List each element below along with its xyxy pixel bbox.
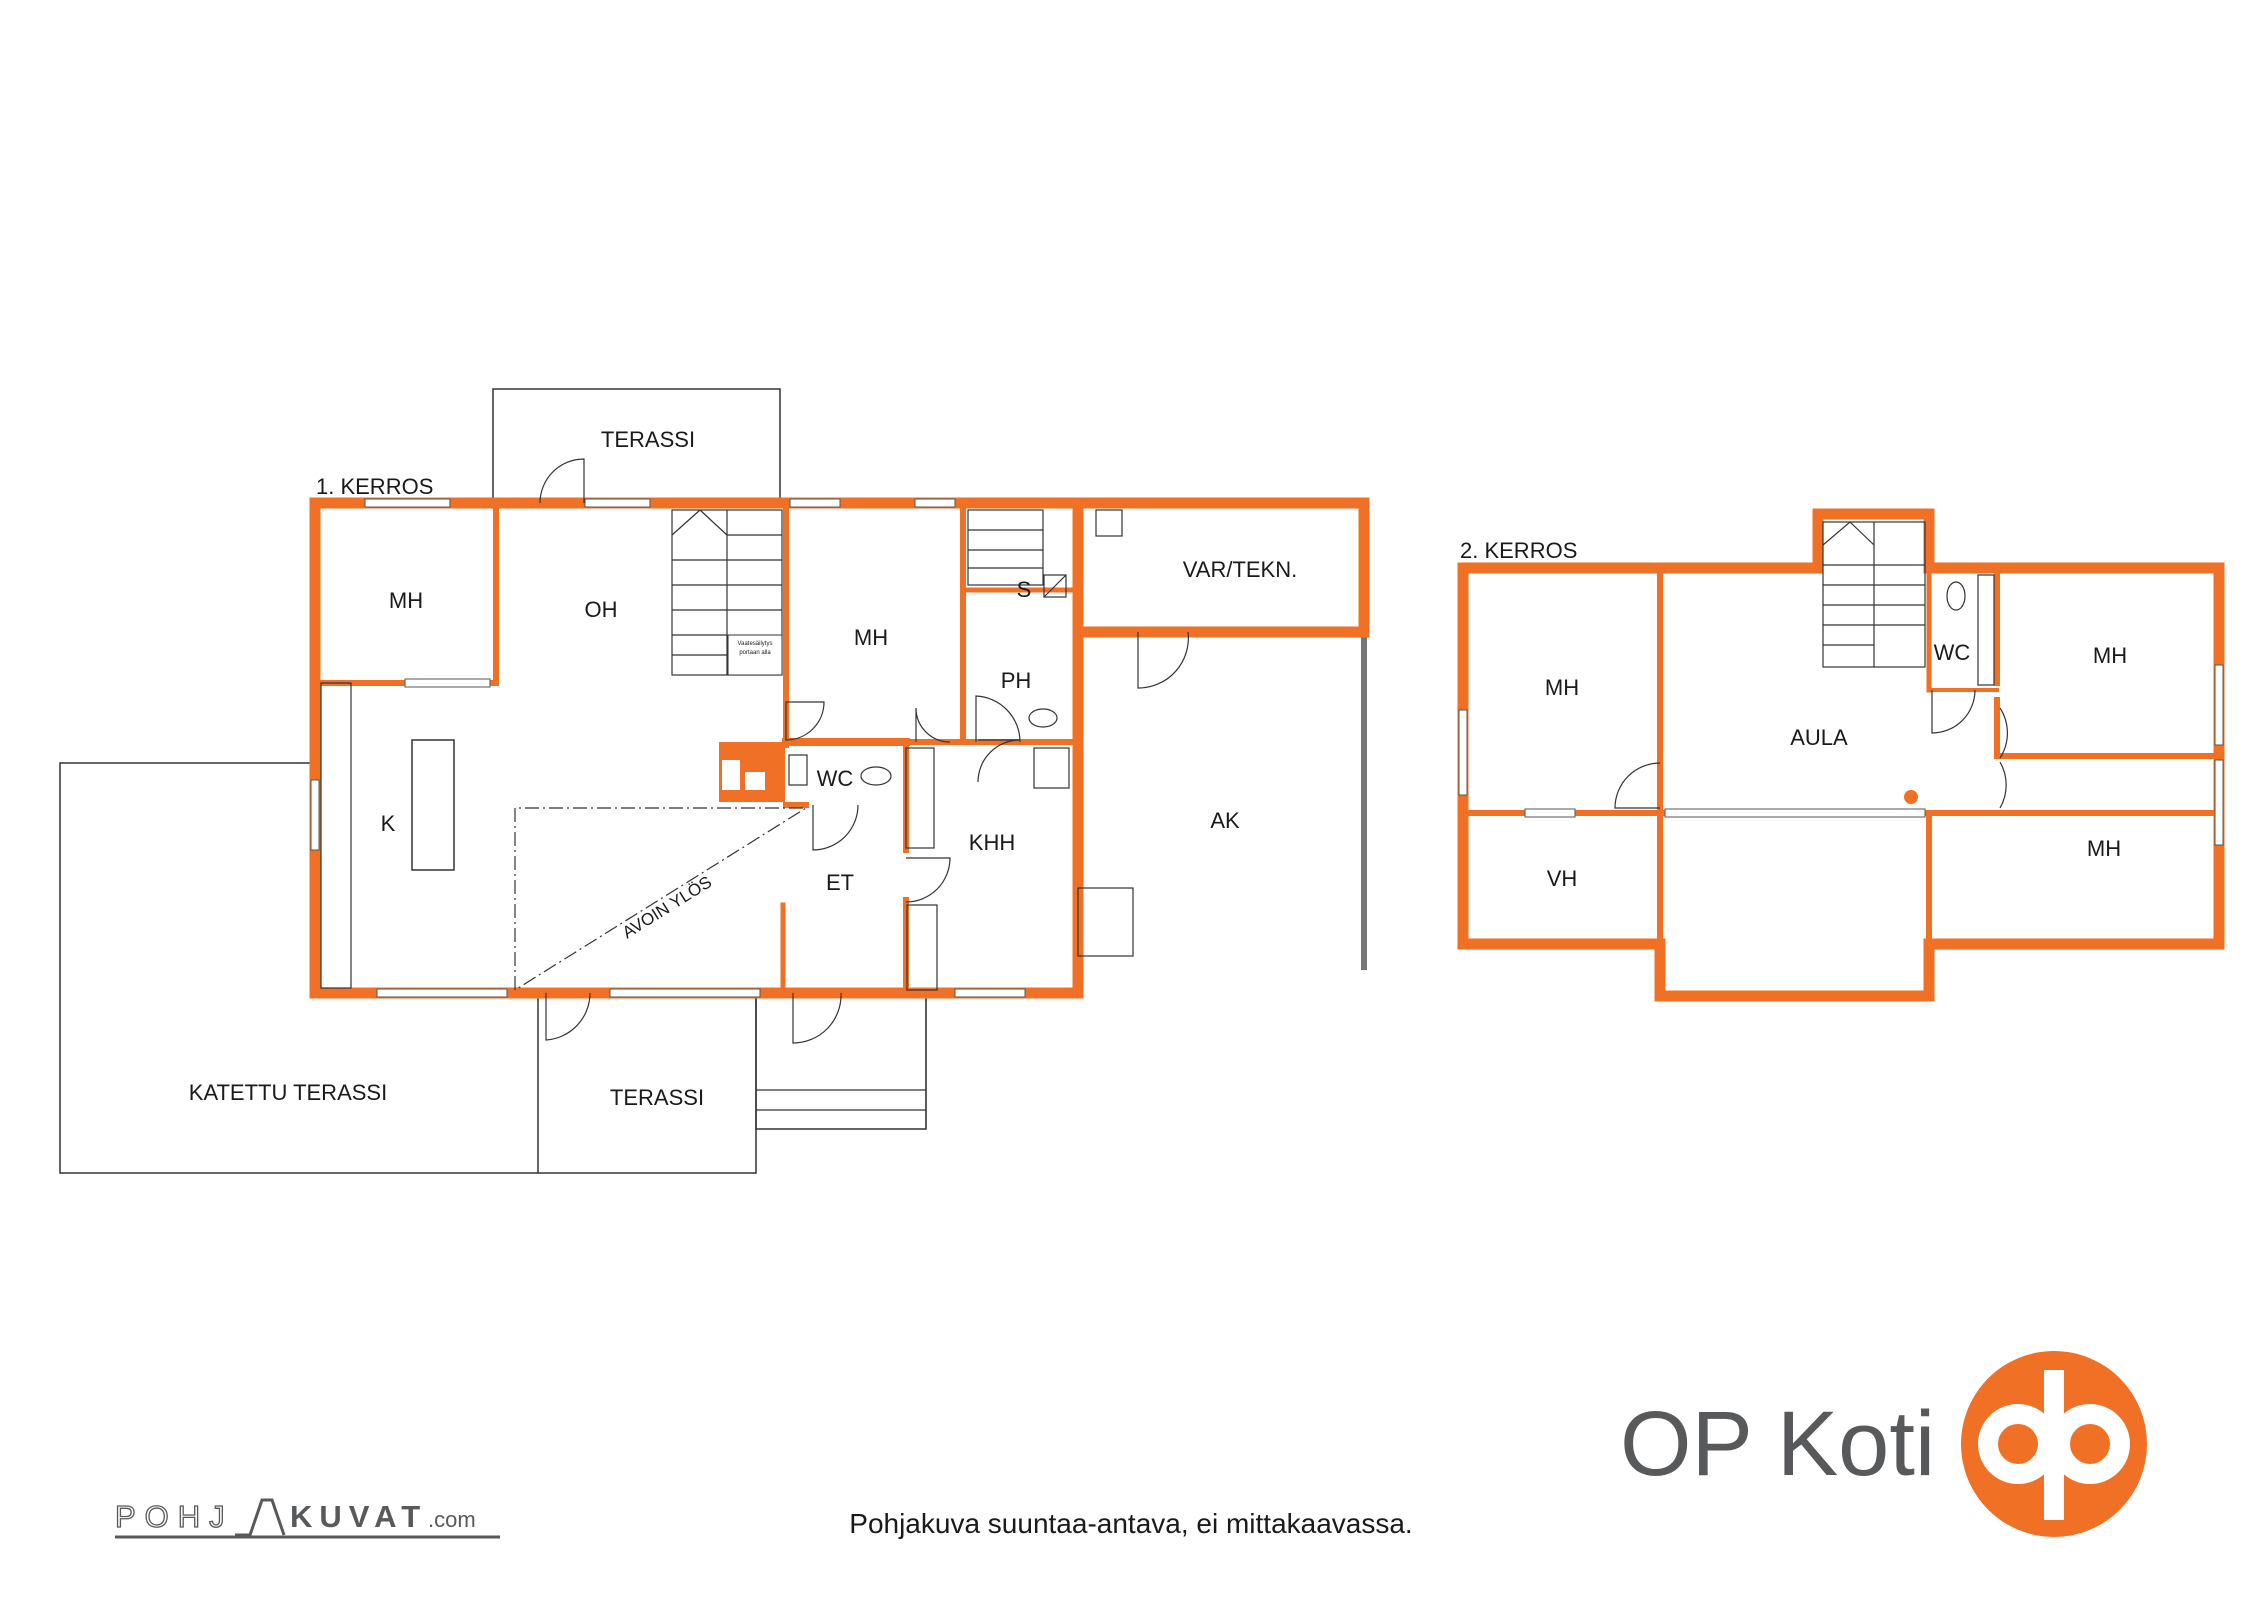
label-f2-mh-left: MH bbox=[1545, 675, 1579, 700]
label-ak: AK bbox=[1210, 808, 1240, 833]
label-terassi-bottom: TERASSI bbox=[610, 1085, 704, 1110]
wc-sink bbox=[788, 754, 808, 786]
footer: POHJ KUVAT .com Pohjakuva suuntaa-antava… bbox=[114, 1351, 2147, 1539]
sauna-bench bbox=[967, 509, 1067, 598]
pohjakuvat-logo: POHJ KUVAT .com bbox=[114, 1498, 500, 1539]
op-logo-icon bbox=[1961, 1351, 2147, 1537]
logo-left-part1: POHJ bbox=[115, 1499, 234, 1534]
tech-icon bbox=[1095, 509, 1123, 537]
covered-terrace-outline bbox=[59, 762, 538, 1174]
logo-left-part2: KUVAT bbox=[290, 1499, 427, 1534]
label-aula: AULA bbox=[1790, 725, 1848, 750]
label-vh: VH bbox=[1547, 866, 1578, 891]
label-terassi-top: TERASSI bbox=[601, 427, 695, 452]
disclaimer: Pohjakuva suuntaa-antava, ei mittakaavas… bbox=[849, 1508, 1412, 1539]
terrace-bottom-outline bbox=[537, 995, 757, 1174]
wc2-sink bbox=[1977, 574, 1995, 686]
ph-toilet bbox=[1028, 708, 1058, 728]
khh-cabinet bbox=[905, 747, 935, 849]
brand-name: OP Koti bbox=[1620, 1393, 1935, 1495]
label-avoin-ylos: AVOIN YLÖS bbox=[619, 872, 715, 942]
floor-1: Vaatesäilytys portaan alla bbox=[59, 388, 1370, 1174]
kitchen-island bbox=[411, 739, 455, 871]
label-s: S bbox=[1017, 577, 1032, 602]
entry-steps bbox=[755, 994, 927, 1130]
label-katettu-terassi: KATETTU TERASSI bbox=[189, 1080, 387, 1105]
ak-door bbox=[1077, 887, 1134, 957]
label-ph: PH bbox=[1001, 668, 1032, 693]
stair-floor1 bbox=[671, 509, 783, 676]
stair-note-line2: portaan alla bbox=[739, 650, 771, 656]
label-khh: KHH bbox=[969, 830, 1015, 855]
label-f2-mh-bottom-right: MH bbox=[2087, 836, 2121, 861]
khh-machine bbox=[1033, 747, 1070, 789]
kitchen-counter bbox=[320, 682, 352, 989]
floor1-title: 1. KERROS bbox=[316, 474, 433, 499]
wc-toilet bbox=[860, 766, 892, 786]
label-f2-mh-top-right: MH bbox=[2093, 643, 2127, 668]
floor2-title: 2. KERROS bbox=[1460, 538, 1577, 563]
label-et: ET bbox=[826, 870, 854, 895]
floor-2-doors bbox=[1614, 689, 2008, 809]
floor-1-windows bbox=[310, 498, 1026, 998]
label-f2-wc: WC bbox=[1934, 640, 1971, 665]
stair-note-line1: Vaatesäilytys bbox=[738, 641, 773, 647]
stair-floor2 bbox=[1822, 521, 1926, 668]
label-oh: OH bbox=[585, 597, 618, 622]
floor-2-walls bbox=[1457, 508, 2225, 1002]
label-wc: WC bbox=[817, 766, 854, 791]
label-mh-left: MH bbox=[389, 588, 423, 613]
wc2-toilet bbox=[1946, 581, 1966, 611]
logo-left-part3: .com bbox=[428, 1507, 476, 1532]
aula-marker bbox=[1904, 790, 1918, 804]
floor-1-doors bbox=[539, 458, 1189, 1044]
et-cabinet bbox=[906, 904, 938, 991]
open-above-boundary bbox=[514, 807, 809, 991]
floor-2-windows bbox=[1458, 664, 2224, 846]
label-mh-mid: MH bbox=[854, 625, 888, 650]
label-k: K bbox=[381, 811, 396, 836]
label-var-tekn: VAR/TEKN. bbox=[1183, 557, 1298, 582]
floor-2: 2. KERROS MH AULA WC MH MH VH bbox=[1457, 508, 2225, 1002]
